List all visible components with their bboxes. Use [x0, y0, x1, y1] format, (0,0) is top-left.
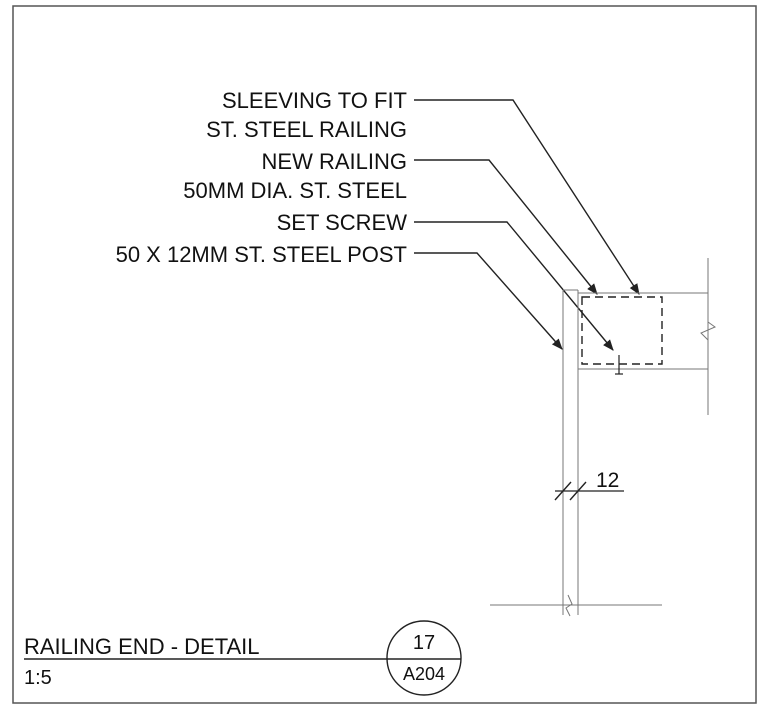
callout-post: 50 X 12MM ST. STEEL POST: [116, 242, 407, 267]
callout-set-screw: SET SCREW: [277, 210, 408, 235]
callout-railing-line1: NEW RAILING: [262, 149, 407, 174]
detail-title: RAILING END - DETAIL: [24, 634, 260, 659]
post-break-mark: [565, 594, 573, 617]
sleeve-hidden-outline: [581, 296, 663, 365]
callout-sleeving-line1: SLEEVING TO FIT: [222, 88, 407, 113]
leader-set-screw: [414, 221, 614, 351]
sheet-number: A204: [403, 664, 445, 684]
leader-sleeving: [414, 99, 640, 295]
dimension-tick-left: [554, 481, 572, 501]
callout-railing-line2: 50MM DIA. ST. STEEL: [183, 178, 407, 203]
dimension-tick-right: [569, 481, 587, 501]
leader-railing: [414, 159, 598, 295]
detail-scale: 1:5: [24, 667, 52, 689]
sheet-border: [12, 5, 757, 704]
detail-reference-bubble: [386, 620, 462, 696]
detail-number: 17: [413, 632, 435, 654]
railing-break-mark: [700, 321, 717, 341]
leader-post: [414, 252, 563, 350]
callout-sleeving-line2: ST. STEEL RAILING: [206, 117, 407, 142]
dimension-value: 12: [596, 469, 619, 492]
